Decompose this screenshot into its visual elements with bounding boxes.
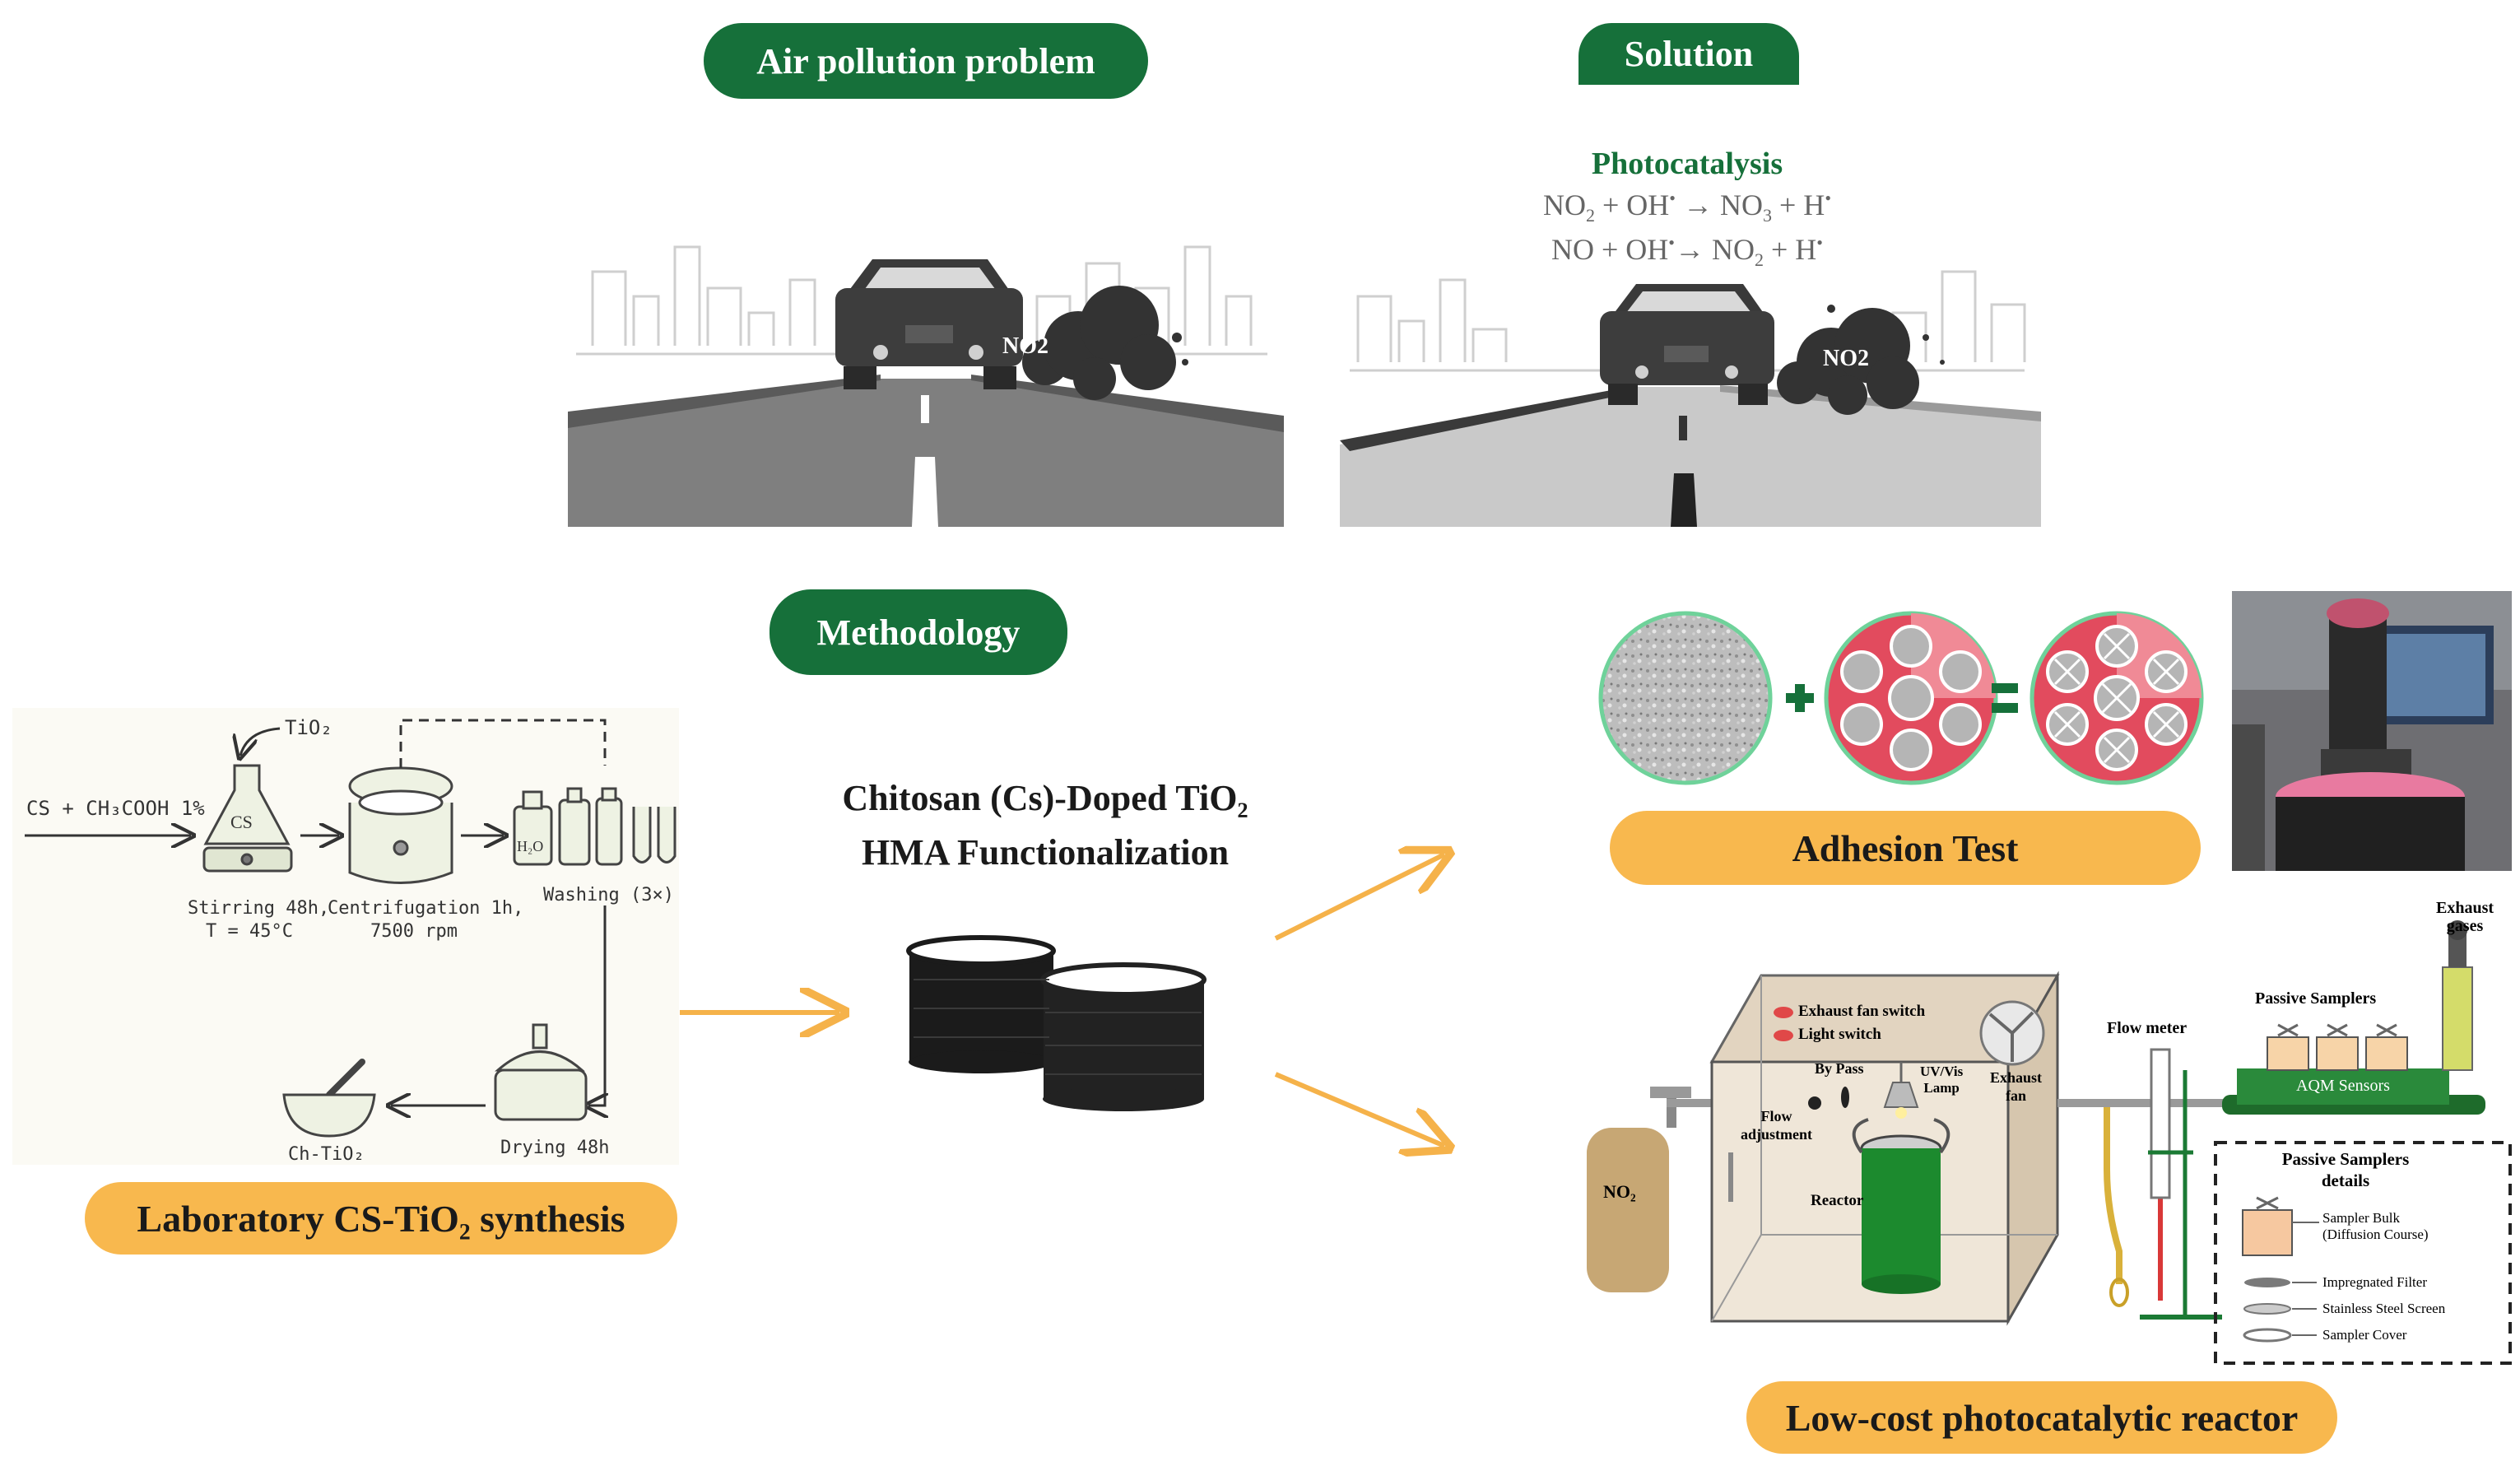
- tio2-label: TiO₂: [285, 716, 332, 739]
- emission-label-left: NO2: [1002, 333, 1048, 359]
- detail-impregnated-filter: Impregnated Filter: [2322, 1274, 2427, 1290]
- step-stirring: Stirring 48h,T = 45°C: [188, 898, 330, 942]
- label-by-pass: By Pass: [1815, 1060, 1864, 1077]
- air-pollution-header: Air pollution problem: [704, 23, 1148, 99]
- h2o-label: H₂O: [517, 838, 544, 854]
- label-flow-meter: Flow meter: [2107, 1019, 2188, 1037]
- synthesis-panel: [12, 708, 679, 1165]
- center-line-2: HMA Functionalization: [861, 832, 1230, 873]
- pollution-scene-right: [1340, 270, 2041, 527]
- adhesion-illustration: [1598, 611, 2204, 785]
- center-line-1: Chitosan (Cs)-Doped TiO₂: [842, 778, 1248, 818]
- reactor-illustration: [1587, 920, 2512, 1365]
- emission-label-right: NO2: [1823, 346, 1869, 371]
- reactor-pill: Low-cost photocatalytic reactor: [1746, 1381, 2337, 1454]
- reaction-2: NO + OH•→ NO2 + H•: [1551, 232, 1823, 271]
- label-exhaust-fan-switch: Exhaust fan switch: [1798, 1003, 1926, 1020]
- hma-specimens: [680, 854, 1444, 1146]
- detail-sampler-cover: Sampler Cover: [2322, 1327, 2407, 1343]
- step-washing: Washing (3×): [543, 885, 674, 905]
- reaction-1: NO2 + OH• → NO3 + H•: [1542, 188, 1832, 226]
- adhesion-pill: Adhesion Test: [1610, 811, 2201, 885]
- step-centrifugation: Centrifugation 1h,7500 rpm: [328, 898, 524, 942]
- solution-header: Solution: [1578, 23, 1799, 85]
- adhesion-photo: [2232, 591, 2512, 871]
- synthesis-pill: Laboratory CS-TiO₂ synthesis: [85, 1182, 677, 1255]
- label-no2-tank: NO₂: [1603, 1181, 1636, 1202]
- label-passive-samplers: Passive Samplers: [2255, 989, 2377, 1008]
- step-product: Ch-TiO₂: [288, 1144, 365, 1165]
- label-aqm-sensors: AQM Sensors: [2296, 1077, 2390, 1095]
- label-reactor: Reactor: [1811, 1192, 1864, 1209]
- pollution-scene-left: [568, 245, 1284, 527]
- flask-label: CS: [230, 812, 253, 832]
- step-drying: Drying 48h: [500, 1138, 610, 1158]
- detail-sampler-bulk: Sampler Bulk(Diffusion Course): [2322, 1210, 2429, 1242]
- synthesis-input: CS + CH₃COOH 1%: [26, 797, 205, 820]
- photocatalysis-title: Photocatalysis: [1591, 147, 1783, 181]
- methodology-header: Methodology: [769, 589, 1067, 675]
- detail-steel-screen: Stainless Steel Screen: [2322, 1301, 2446, 1316]
- label-light-switch: Light switch: [1798, 1026, 1881, 1043]
